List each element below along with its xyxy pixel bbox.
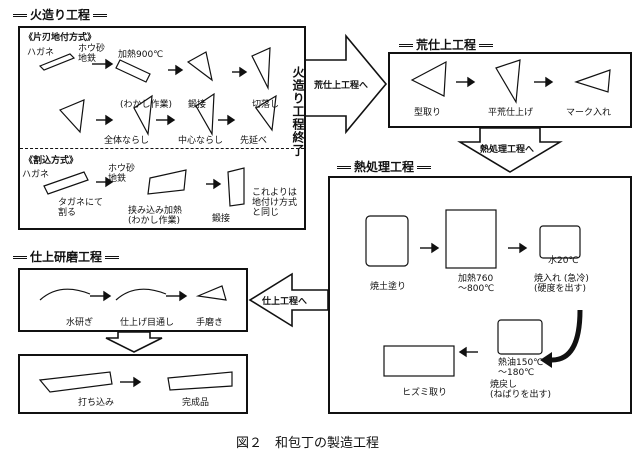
warikomi-heading: 《割込方式》 [24, 156, 79, 166]
rough-box [388, 52, 632, 128]
label-kiriotoshi: 切落し [252, 100, 280, 110]
heat-arrow-text: 熱処理工程へ [480, 145, 535, 155]
figure-caption: 図２ 和包丁の製造工程 [236, 436, 380, 451]
label-kore: これよりは 地付け方式 と同じ [252, 188, 298, 218]
sketch-blade-6 [255, 94, 277, 132]
label-katatori: 型取り [414, 108, 442, 118]
label-houza-1: ホウ砂 地鉄 [78, 44, 106, 64]
label-uchikomi: 打ち込み [78, 398, 115, 408]
sketch-blade-1 [186, 51, 213, 82]
label-houza-2: ホウ砂 地鉄 [108, 164, 136, 184]
sketch-warikomi-1 [43, 171, 89, 195]
sketch-blade-5 [195, 92, 215, 137]
single-bevel-heading: 《片刃地付方式》 [24, 33, 97, 43]
sketch-knife-1 [38, 371, 113, 393]
forging-end-arrow [306, 33, 388, 135]
label-heat-900: 加熱900℃ [118, 50, 164, 60]
curve-arrow [551, 309, 583, 363]
sketch-knife-2 [167, 371, 233, 391]
sketch-blade-4 [133, 94, 153, 136]
label-chushin: 中心ならし [178, 136, 224, 146]
sketch-water-tank [539, 225, 581, 259]
label-tanzetsu-2: 鍛接 [212, 214, 231, 224]
label-wari: タガネにて 割る [58, 198, 104, 218]
sketch-rough-1 [410, 60, 447, 97]
label-yakimodoshi: 焼戻し (ねばりを出す) [490, 380, 552, 400]
sketch-anvil [383, 345, 455, 377]
sketch-warikomi-2 [147, 169, 187, 195]
sketch-pot [365, 215, 409, 267]
label-hasami: 挟み込み加熱 (わかし作業) [128, 206, 183, 226]
heat-title: 熱処理工程 [334, 158, 434, 175]
final-down-arrow [105, 331, 163, 353]
label-yakiire: 焼入れ (急冷) (硬度を出す) [534, 274, 589, 294]
rough-arrow-text: 荒仕上工程へ [314, 81, 369, 91]
label-oil: 熱油150℃ ～180℃ [498, 358, 544, 378]
sketch-warikomi-3 [227, 167, 245, 207]
label-hagane-2: ハガネ [22, 170, 50, 180]
sketch-rough-3 [574, 69, 611, 93]
label-hiraage: 平荒仕上げ [488, 108, 534, 118]
forging-box [18, 26, 306, 230]
rough-title: 荒仕上工程 [396, 36, 496, 53]
label-wakashi-1: (わかし作業) [120, 100, 173, 110]
forging-end-text: 火造り工程終了 [291, 66, 305, 157]
label-kansei: 完成品 [182, 398, 210, 408]
sketch-rough-2 [495, 59, 521, 104]
sketch-blade-3 [58, 99, 85, 134]
label-temigaki: 手磨き [196, 318, 224, 328]
label-sakinobe: 先延べ [240, 136, 268, 146]
sketch-oil-tank [497, 319, 543, 355]
label-yakitsuchi: 焼土塗り [370, 282, 407, 292]
label-zentai: 全体ならし [104, 136, 150, 146]
sketch-furnace [445, 209, 497, 269]
final-box [18, 354, 248, 414]
heat-down-arrow [457, 127, 563, 173]
sketch-finish-1 [39, 288, 91, 301]
sketch-finish-2 [115, 288, 167, 301]
sketch-steel-1 [38, 53, 76, 71]
label-hagane-1: ハガネ [27, 48, 55, 58]
finish-box [18, 268, 248, 332]
label-hizumi: ヒズミ取り [402, 388, 448, 398]
finish-title: 仕上研磨工程 [10, 248, 122, 265]
label-mizutogi: 水研ぎ [66, 318, 94, 328]
sketch-blade-2 [251, 47, 271, 91]
sketch-finish-3 [195, 285, 227, 301]
label-shiage: 仕上げ目通し [120, 318, 175, 328]
label-water: 水20℃ [548, 256, 579, 266]
label-heat-760: 加熱760 ～800℃ [458, 274, 495, 294]
finish-left-arrow [248, 272, 329, 328]
sketch-bar-1 [115, 59, 151, 83]
finish-arrow-text: 仕上工程へ [262, 297, 308, 307]
forging-divider [20, 148, 304, 149]
label-mark: マーク入れ [566, 108, 612, 118]
forging-title: 火造り工程 [10, 6, 110, 23]
